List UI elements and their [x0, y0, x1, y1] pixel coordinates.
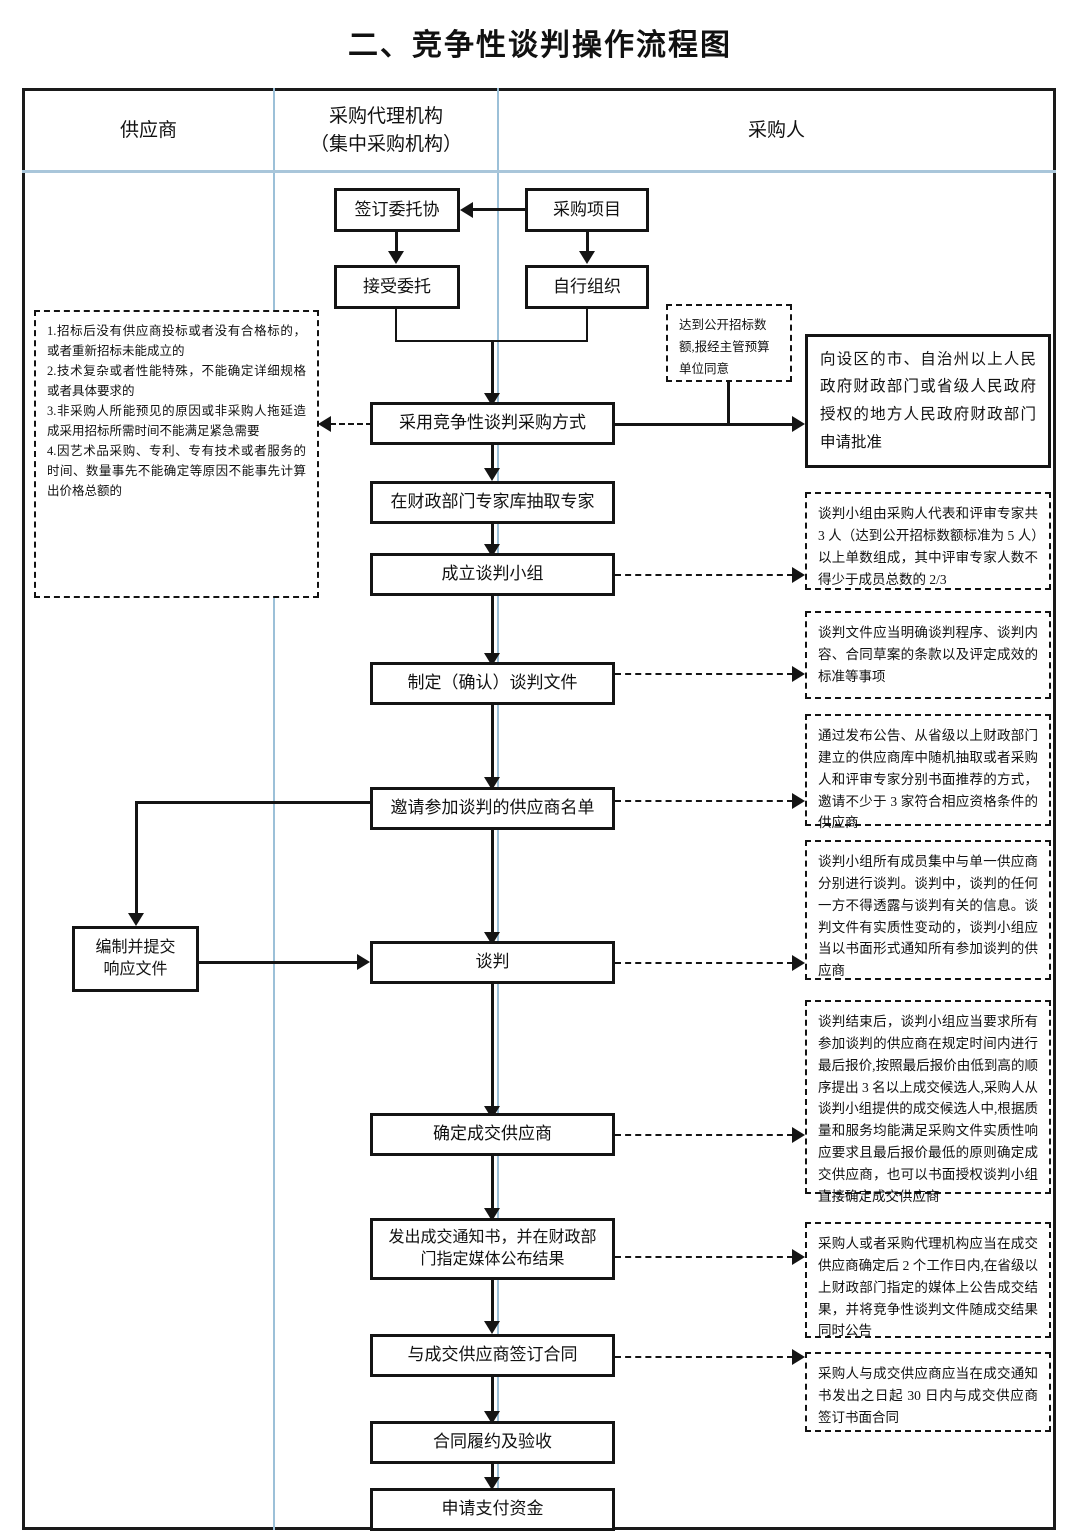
conn-doc-to-note — [615, 673, 793, 675]
lane-header-agency: 采购代理机构 （集中采购机构） — [275, 92, 497, 170]
arrowhead-perform-to-payment — [484, 1477, 500, 1490]
arrowhead-doc-to-note — [792, 666, 805, 682]
conn-method-to-conditions — [330, 423, 372, 425]
arrowhead-method-to-conditions — [318, 416, 331, 432]
note-team-composition: 谈判小组由采购人代表和评审专家共 3 人（达到公开招标数额标准为 5 人）以上单… — [805, 492, 1051, 590]
conn-notice-to-note — [615, 1256, 793, 1258]
node-issue-notice-line2: 门指定媒体公布结果 — [420, 1251, 565, 1268]
node-issue-notice[interactable]: 发出成交通知书，并在财政部 门指定媒体公布结果 — [370, 1218, 615, 1280]
node-self-organize[interactable]: 自行组织 — [525, 265, 649, 309]
node-prepare-response-line2: 响应文件 — [103, 961, 168, 978]
node-sign-contract[interactable]: 与成交供应商签订合同 — [370, 1334, 615, 1377]
conn-prepare-to-negotiate — [199, 961, 359, 964]
conn-team-to-doc — [491, 596, 494, 656]
arrowhead-project-to-sign — [460, 202, 473, 218]
conn-contract-to-note — [615, 1356, 793, 1358]
conn-method-to-experts — [491, 445, 494, 470]
note-announce-rule: 采购人或者采购代理机构应当在成交供应商确定后 2 个工作日内,在省级以上财政部门… — [805, 1222, 1051, 1338]
node-form-team[interactable]: 成立谈判小组 — [370, 553, 615, 596]
node-issue-notice-line1: 发出成交通知书，并在财政部 — [388, 1229, 597, 1247]
note-invite-rule: 通过发布公告、从省级以上财政部门建立的供应商库中随机抽取或者采购人和评审专家分别… — [805, 714, 1051, 830]
conn-threshold-stem — [727, 382, 730, 424]
lane-header-purchaser: 采购人 — [499, 92, 1054, 170]
conn-determine-to-note — [615, 1134, 793, 1136]
arrowhead-determine-to-notice — [484, 1208, 500, 1221]
node-prepare-response[interactable]: 编制并提交 响应文件 — [72, 926, 199, 992]
node-perform-accept[interactable]: 合同履约及验收 — [370, 1421, 615, 1464]
lane-header-purchaser-label: 采购人 — [747, 120, 805, 142]
arrowhead-invite-to-note — [792, 793, 805, 809]
arrowhead-negotiate-to-note — [792, 955, 805, 971]
arrowhead-left-to-prepare — [128, 913, 144, 926]
note-final-quote-rule: 谈判结束后，谈判小组应当要求所有参加谈判的供应商在规定时间内进行最后报价,按照最… — [805, 1000, 1051, 1204]
node-make-doc[interactable]: 制定（确认）谈判文件 — [370, 662, 615, 705]
lane-header-supplier: 供应商 — [24, 92, 273, 170]
arrowhead-notice-to-contract — [484, 1321, 500, 1334]
node-prepare-response-line1: 编制并提交 — [95, 939, 176, 957]
conn-left-down — [135, 801, 138, 916]
node-apply-payment[interactable]: 申请支付资金 — [370, 1488, 615, 1531]
conn-doc-to-invite — [491, 705, 494, 780]
conn-notice-to-contract — [491, 1280, 494, 1324]
arrowhead-prepare-to-negotiate — [357, 954, 370, 970]
conn-project-to-self — [586, 232, 589, 252]
node-negotiate[interactable]: 谈判 — [370, 941, 615, 984]
lane-divider-1 — [273, 88, 275, 1530]
node-draw-experts[interactable]: 在财政部门专家库抽取专家 — [370, 481, 615, 524]
conn-team-to-note — [615, 574, 793, 576]
node-invite-list[interactable]: 邀请参加谈判的供应商名单 — [370, 787, 615, 830]
conn-negotiate-to-determine — [491, 984, 494, 1109]
conn-merge-down — [491, 340, 494, 396]
arrowhead-project-to-self — [579, 251, 595, 264]
lane-header-rule — [22, 170, 1056, 173]
arrowhead-team-to-note — [792, 567, 805, 583]
note-contract-rule: 采购人与成交供应商应当在成交通知书发出之日起 30 日内与成交供应商签订书面合同 — [805, 1352, 1051, 1432]
note-conditions: 1.招标后没有供应商投标或者没有合格标的，或者重新招标未能成立的 2.技术复杂或… — [34, 310, 319, 598]
lane-header-agency-label-1: 采购代理机构 — [328, 106, 443, 128]
arrowhead-method-to-approval — [792, 416, 805, 432]
conn-determine-to-notice — [491, 1156, 494, 1211]
arrowhead-contract-to-note — [792, 1349, 805, 1365]
arrowhead-notice-to-note — [792, 1249, 805, 1265]
conn-sign-to-accept — [395, 232, 398, 252]
lane-header-agency-label-2: （集中采购机构） — [309, 134, 462, 155]
arrowhead-sign-to-accept — [388, 251, 404, 264]
node-determine-supplier[interactable]: 确定成交供应商 — [370, 1113, 615, 1156]
conn-invite-to-negotiate — [491, 830, 494, 935]
conn-contract-to-perform — [491, 1377, 494, 1413]
conn-accept-down — [395, 309, 397, 341]
conn-negotiate-to-note — [615, 962, 793, 964]
node-accept-entrust[interactable]: 接受委托 — [334, 265, 460, 309]
conn-experts-to-team — [491, 524, 494, 546]
arrowhead-contract-to-perform — [484, 1411, 500, 1424]
conn-invite-to-left — [135, 801, 371, 804]
lane-header-supplier-label: 供应商 — [119, 120, 177, 142]
conn-project-to-sign — [473, 208, 525, 211]
arrowhead-doc-to-invite — [484, 777, 500, 790]
page-title: 二、竞争性谈判操作流程图 — [348, 29, 732, 62]
note-negotiate-rule: 谈判小组所有成员集中与单一供应商分别进行谈判。谈判中，谈判的任何一方不得透露与谈… — [805, 840, 1051, 980]
node-sign-entrust[interactable]: 签订委托协 — [334, 188, 460, 232]
conn-method-to-approval — [615, 423, 793, 426]
node-apply-approval-label: 向设区的市、自治州以上人民政府财政部门或省级人民政府授权的地方人民政府财政部门申… — [820, 350, 1036, 451]
node-adopt-method[interactable]: 采用竞争性谈判采购方式 — [370, 402, 615, 445]
node-apply-approval[interactable]: 向设区的市、自治州以上人民政府财政部门或省级人民政府授权的地方人民政府财政部门申… — [805, 334, 1051, 468]
conn-self-down — [586, 309, 588, 341]
note-threshold: 达到公开招标数额,报经主管预算单位同意 — [666, 304, 792, 382]
conn-perform-to-payment — [491, 1464, 494, 1479]
note-doc-content: 谈判文件应当明确谈判程序、谈判内容、合同草案的条款以及评定成效的标准等事项 — [805, 611, 1051, 699]
node-purchase-project[interactable]: 采购项目 — [525, 188, 649, 232]
arrowhead-determine-to-note — [792, 1127, 805, 1143]
conn-invite-to-note — [615, 800, 793, 802]
arrowhead-method-to-experts — [484, 468, 500, 481]
